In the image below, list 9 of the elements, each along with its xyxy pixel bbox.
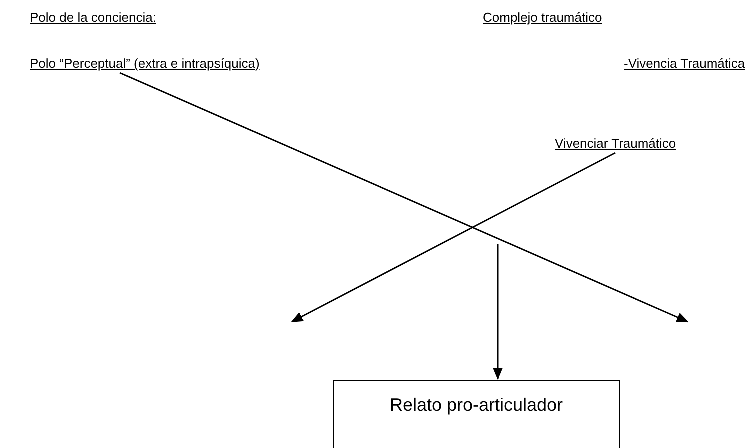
arrow (120, 72, 689, 323)
process-box: Relato pro-articulador (333, 380, 620, 448)
concept-text: Polo “Perceptual” (extra e intrapsíquica) (30, 56, 260, 72)
concept-text: Vivenciar Traumático (555, 136, 676, 152)
arrow (291, 152, 616, 323)
note-text: Polo de la conciencia: (30, 10, 156, 26)
note-text: Complejo traumático (483, 10, 602, 26)
arrow (493, 244, 503, 380)
note-text: -Vivencia Traumática (624, 56, 746, 72)
